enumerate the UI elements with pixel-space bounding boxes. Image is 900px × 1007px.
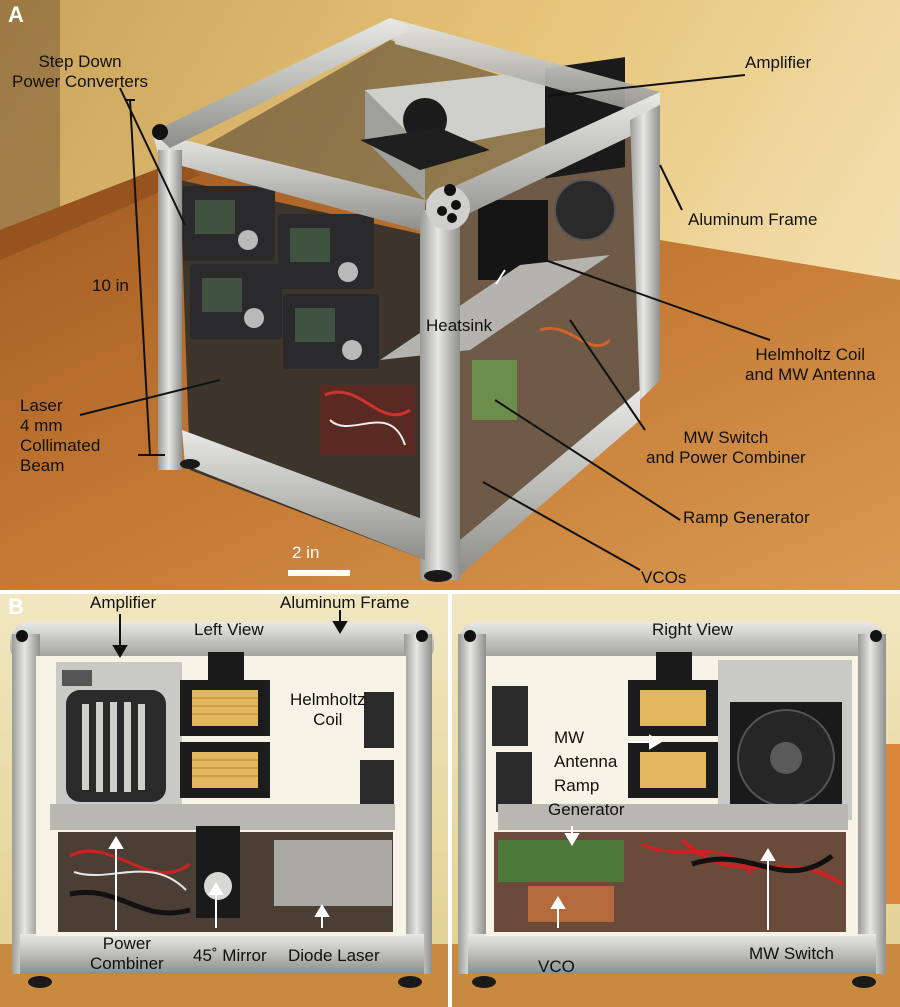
device-photo-right-view xyxy=(452,594,900,1007)
power-converter-modules xyxy=(183,186,379,369)
scale-bar-2in xyxy=(288,570,350,576)
photo-panel-b-left xyxy=(0,594,448,1007)
device-photo-left-view xyxy=(0,594,448,1007)
aluminum-frame xyxy=(152,18,660,582)
photo-panel-b-right xyxy=(452,594,900,1007)
device-photo-a xyxy=(0,0,900,590)
photo-panel-a xyxy=(0,0,900,590)
